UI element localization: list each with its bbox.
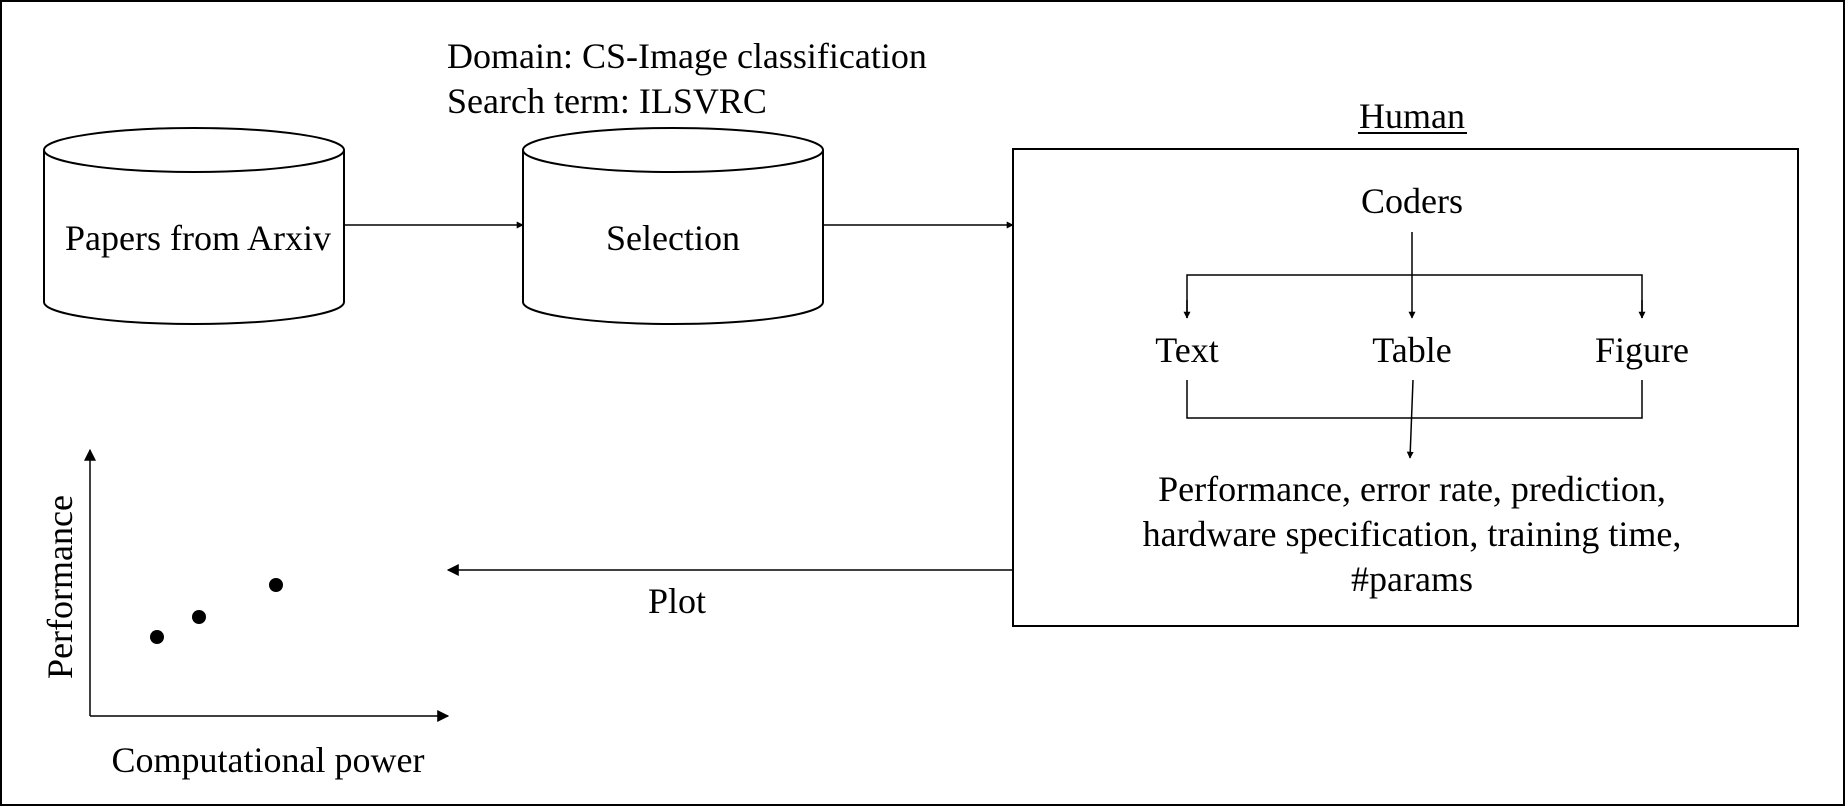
outputs-line-3: #params — [1351, 559, 1473, 599]
query-search-term-text: Search term: ILSVRC — [447, 81, 767, 121]
coders-label: Coders — [1361, 181, 1463, 221]
plot-axes — [84, 448, 450, 722]
selection-database-cylinder: Selection — [522, 127, 824, 325]
human-panel-title: Human — [1359, 96, 1465, 136]
outputs-line-2: hardware specification, training time, — [1143, 514, 1682, 554]
arxiv-database-cylinder: Papers from Arxiv — [43, 127, 345, 325]
query-domain-text: Domain: CS-Image classification — [447, 36, 927, 76]
plot-point — [269, 578, 283, 592]
human-panel-box — [1012, 148, 1799, 627]
plot-x-axis-label: Computational power — [112, 740, 425, 780]
source-figure-label: Figure — [1595, 330, 1689, 370]
source-table-label: Table — [1372, 330, 1451, 370]
plot-point — [150, 630, 164, 644]
arxiv-database-label: Papers from Arxiv — [65, 218, 331, 258]
coders-branch-lines — [1183, 232, 1646, 319]
plot-y-axis-label: Performance — [40, 495, 80, 679]
plot-arrow-label: Plot — [648, 581, 706, 621]
plot-point — [192, 610, 206, 624]
outputs-line-1: Performance, error rate, prediction, — [1158, 469, 1666, 509]
selection-database-label: Selection — [606, 218, 740, 258]
source-text-label: Text — [1155, 330, 1218, 370]
sources-merge-lines — [1186, 379, 1643, 459]
